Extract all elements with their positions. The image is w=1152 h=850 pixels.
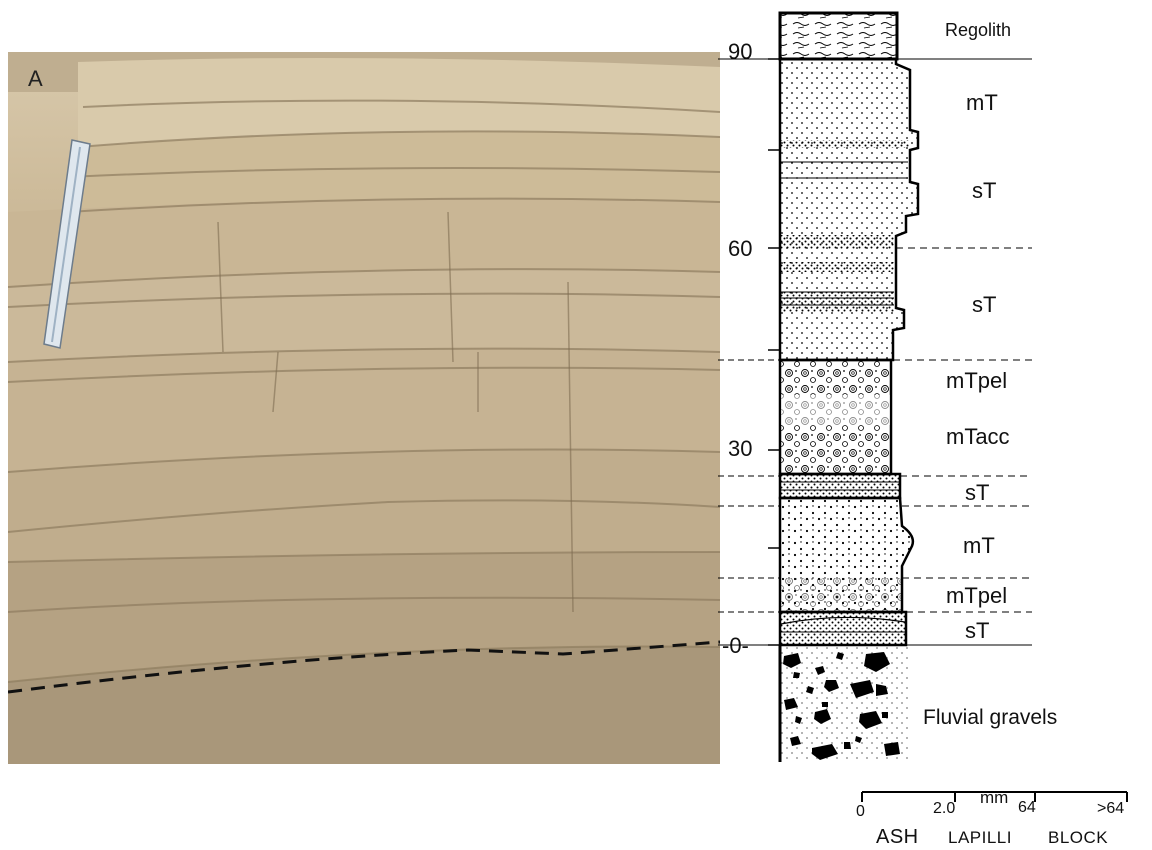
unit-label-mt-upper: mT	[966, 90, 998, 115]
unit-label-st-basal: sT	[965, 618, 990, 643]
unit-label-fluvial-gravels: Fluvial gravels	[923, 706, 1058, 729]
outcrop-photo-drawing	[8, 52, 720, 764]
scale-tick-64: 64	[1018, 799, 1036, 816]
unit-label-mt-lower: mT	[963, 533, 995, 558]
grain-size-scale	[861, 791, 1128, 802]
basal-contact-line	[8, 640, 720, 694]
unit-label-regolith: Regolith	[945, 20, 1012, 40]
joint-cracks	[217, 211, 574, 613]
y-axis-ticks	[768, 58, 780, 646]
unit-label-mtpel-upper: mTpel	[946, 368, 1008, 393]
unit-label-mtpel-lower: mTpel	[946, 583, 1008, 608]
unit-fluvial-gravels	[778, 645, 910, 762]
panel-label: A	[28, 66, 43, 91]
scale-tick-0: 0	[856, 803, 865, 820]
unit-basal-st	[778, 610, 908, 647]
unit-label-st-upper: sT	[972, 178, 997, 203]
y-tick-label: 60	[728, 236, 753, 261]
scale-tick-gt64: >64	[1097, 800, 1125, 817]
class-block: BLOCK	[1048, 828, 1109, 847]
scale-tick-2: 2.0	[933, 800, 956, 817]
class-ash: ASH	[876, 826, 919, 848]
unit-boundaries	[718, 58, 1032, 646]
bedding-lines	[8, 99, 720, 683]
scale-unit-mm: mm	[980, 788, 1009, 807]
unit-upper-tuffs	[778, 57, 920, 362]
y-tick-label: 30	[728, 436, 753, 461]
unit-label-st-middle: sT	[972, 292, 997, 317]
unit-label-st-lower: sT	[965, 480, 990, 505]
rock-bands	[8, 52, 720, 764]
unit-lower-mt	[778, 496, 915, 614]
scale-pen	[43, 139, 91, 349]
unit-regolith	[778, 11, 899, 61]
unit-lower-st-upper	[778, 472, 902, 500]
unit-label-mtacc: mTacc	[946, 424, 1010, 449]
outcrop-photo	[8, 52, 720, 764]
unit-accretionary-lapilli	[778, 358, 893, 476]
y-tick-label: 90	[728, 39, 753, 64]
class-lapilli: LAPILLI	[948, 828, 1012, 847]
